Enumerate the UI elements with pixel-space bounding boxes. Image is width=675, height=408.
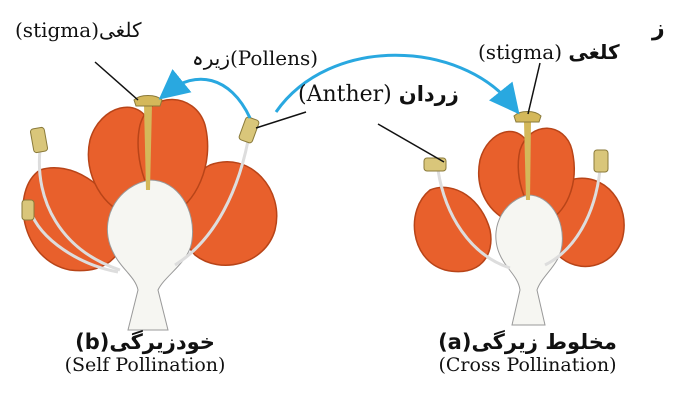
right-style	[524, 122, 531, 200]
left-anther-1	[29, 126, 49, 154]
left-anther-3	[21, 199, 35, 221]
self-pollen-arrow	[158, 69, 252, 119]
anther-label: (Anther) زردان	[298, 82, 459, 107]
stigma-left-label: (stigma)کلغی	[15, 18, 142, 42]
right-anther-2	[593, 149, 609, 173]
cross-pollen-arrow	[274, 53, 520, 115]
cross-pollination-flower	[413, 111, 625, 326]
right-anther-1	[423, 157, 447, 172]
caption-b-english: (Self Pollination)	[64, 354, 226, 376]
caption-b-urdu: (b)خودزیرگی	[75, 330, 215, 354]
right-petal-far-left	[413, 186, 492, 273]
pointer-anther-right	[377, 123, 445, 163]
caption-a-urdu: (a)مخلوط زیرگی	[438, 330, 617, 354]
pointer-stigma-right	[527, 62, 541, 115]
pointer-anther-left	[255, 111, 307, 129]
stigma-right-label: (stigma) کلغی	[478, 40, 620, 64]
left-receptacle	[106, 179, 194, 331]
cut-text-left-edge: ز	[652, 16, 665, 41]
caption-a-english: (Cross Pollination)	[438, 354, 617, 376]
left-anther-2	[238, 116, 260, 144]
left-stigma	[133, 95, 163, 107]
self-pollination-caption: (b)خودزیرگی (Self Pollination)	[30, 330, 260, 376]
pollens-label: زیرہ(Pollens)	[192, 46, 319, 70]
left-style	[144, 105, 152, 190]
cross-pollination-caption: (a)مخلوط زیرگی (Cross Pollination)	[405, 330, 650, 376]
pointer-stigma-left	[94, 61, 139, 101]
self-pollination-flower	[21, 95, 278, 331]
right-receptacle	[495, 194, 563, 326]
